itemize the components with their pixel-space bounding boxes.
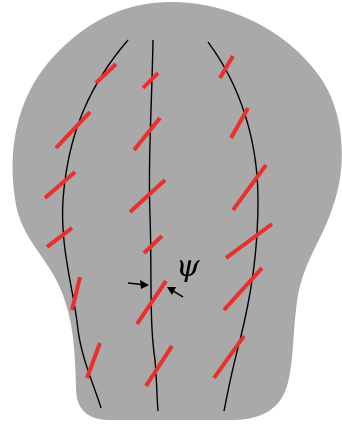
grey-body-shape: [13, 2, 342, 420]
psi-angle-label: ψ: [176, 249, 200, 284]
